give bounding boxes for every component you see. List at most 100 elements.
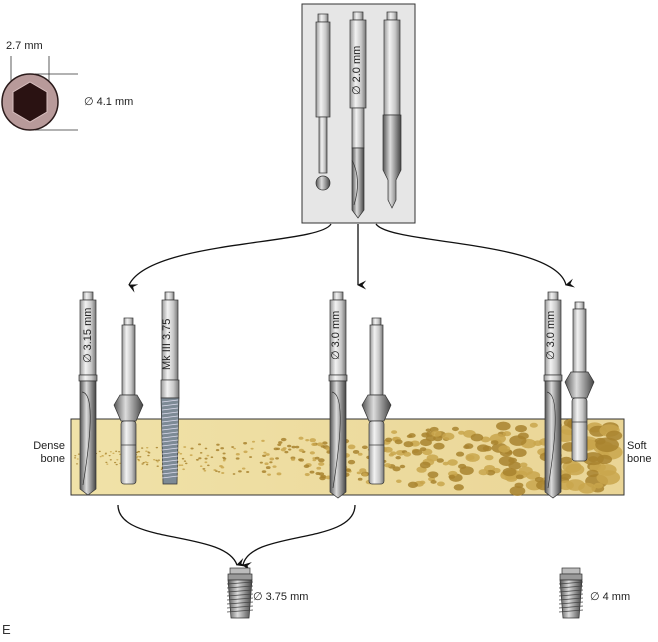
- bone-pore: [269, 461, 273, 464]
- bone-pore: [496, 421, 511, 431]
- implant-thread: [558, 601, 584, 605]
- bone-pore: [280, 448, 286, 452]
- bone-pore: [519, 462, 528, 468]
- implant-thread: [558, 585, 584, 589]
- bone-pore: [277, 443, 282, 446]
- bone-pore: [464, 443, 474, 449]
- bone-pore: [104, 452, 108, 454]
- bone-pore: [384, 463, 392, 468]
- bone-pore: [356, 471, 362, 475]
- bone-pore: [578, 482, 596, 494]
- bone-pore: [179, 452, 183, 455]
- soft-bone-label-line1: Soft: [627, 440, 647, 452]
- implant-thread: [226, 601, 254, 605]
- bone-pore: [252, 440, 256, 443]
- bone-pore: [458, 430, 465, 435]
- bone-pore: [357, 452, 363, 456]
- bone-pore: [210, 456, 214, 459]
- bone-pore: [276, 447, 281, 451]
- bone-pore: [419, 480, 426, 485]
- bone-pore: [436, 458, 444, 463]
- bone-pore: [232, 473, 236, 475]
- bone-pore: [136, 457, 139, 459]
- bone-pore: [484, 454, 494, 461]
- bone-pore: [109, 451, 112, 453]
- bone-pore: [455, 451, 465, 457]
- bone-pore: [243, 450, 248, 454]
- bone-pore: [314, 456, 320, 460]
- bone-pore: [105, 461, 108, 464]
- bone-pore: [202, 467, 206, 470]
- bone-pore: [533, 440, 543, 446]
- bone-pore: [304, 472, 310, 477]
- bone-pore: [190, 447, 194, 450]
- bone-pore: [357, 477, 363, 481]
- bone-pore: [352, 449, 360, 454]
- bone-pore: [309, 438, 317, 443]
- bone-pore: [99, 456, 102, 458]
- bone-pore: [217, 470, 221, 473]
- bone-pore: [261, 439, 265, 442]
- bone-pore: [263, 451, 267, 454]
- bone-pore: [303, 464, 310, 469]
- bone-pore: [459, 466, 474, 475]
- implant-thread: [226, 597, 254, 601]
- arrow-medium-to-implant: [242, 504, 356, 572]
- bone-pore: [298, 436, 304, 440]
- bone-pore: [231, 446, 235, 448]
- bone-pore: [198, 457, 202, 460]
- bone-pore: [184, 462, 188, 465]
- bone-pore: [145, 450, 148, 453]
- bone-pore: [148, 452, 151, 454]
- bone-pore: [421, 432, 430, 438]
- bone-pore: [453, 484, 464, 491]
- implant-thread: [558, 597, 584, 601]
- bone-pore: [280, 437, 287, 442]
- bone-pore: [465, 453, 480, 462]
- bone-pore: [395, 456, 401, 460]
- implant-4-label: ∅ 4 mm: [590, 591, 631, 603]
- bone-pore: [77, 453, 80, 455]
- bone-pore: [388, 453, 394, 457]
- bone-pore: [216, 443, 220, 446]
- bone-block: [70, 418, 625, 496]
- bone-pore: [180, 464, 184, 466]
- bone-pore: [116, 459, 119, 461]
- bone-pore: [322, 441, 328, 445]
- bone-pore: [442, 432, 455, 441]
- implant-thread: [226, 589, 254, 593]
- bone-pore: [318, 458, 325, 463]
- arrow-dense-to-implant: [117, 504, 247, 567]
- bone-pore: [399, 464, 406, 469]
- bone-pore: [295, 445, 300, 449]
- implant-hex-top: [229, 567, 251, 575]
- soft-bone-label: Soft bone: [627, 440, 651, 466]
- bone-pore: [298, 458, 303, 461]
- bone-pore: [106, 463, 109, 465]
- bone-pore: [347, 444, 356, 450]
- bone-pore: [137, 459, 141, 462]
- bone-pore: [514, 482, 524, 489]
- bone-pore: [477, 444, 490, 452]
- bone-pore: [250, 447, 254, 450]
- bone-pore: [181, 457, 185, 460]
- bone-pore: [394, 439, 403, 445]
- bone-pore: [199, 465, 203, 468]
- countersink-medium-icon: [361, 317, 392, 485]
- bone-pore: [315, 471, 321, 476]
- pilot-drill-icon: [382, 11, 402, 209]
- bone-pore: [145, 446, 149, 449]
- bone-pore: [419, 461, 431, 469]
- bone-pore: [391, 430, 398, 434]
- bone-pore: [118, 451, 121, 453]
- drill-3mm-soft-label: ∅ 3.0 mm: [545, 310, 557, 360]
- bone-pore: [265, 466, 271, 470]
- drill-2mm-label: ∅ 2.0 mm: [351, 45, 363, 95]
- bone-pore: [425, 428, 432, 432]
- bone-pore: [207, 464, 210, 467]
- bone-pore: [265, 453, 270, 456]
- bone-pore: [262, 454, 266, 457]
- bone-pore: [183, 460, 187, 462]
- bone-pore: [276, 472, 282, 476]
